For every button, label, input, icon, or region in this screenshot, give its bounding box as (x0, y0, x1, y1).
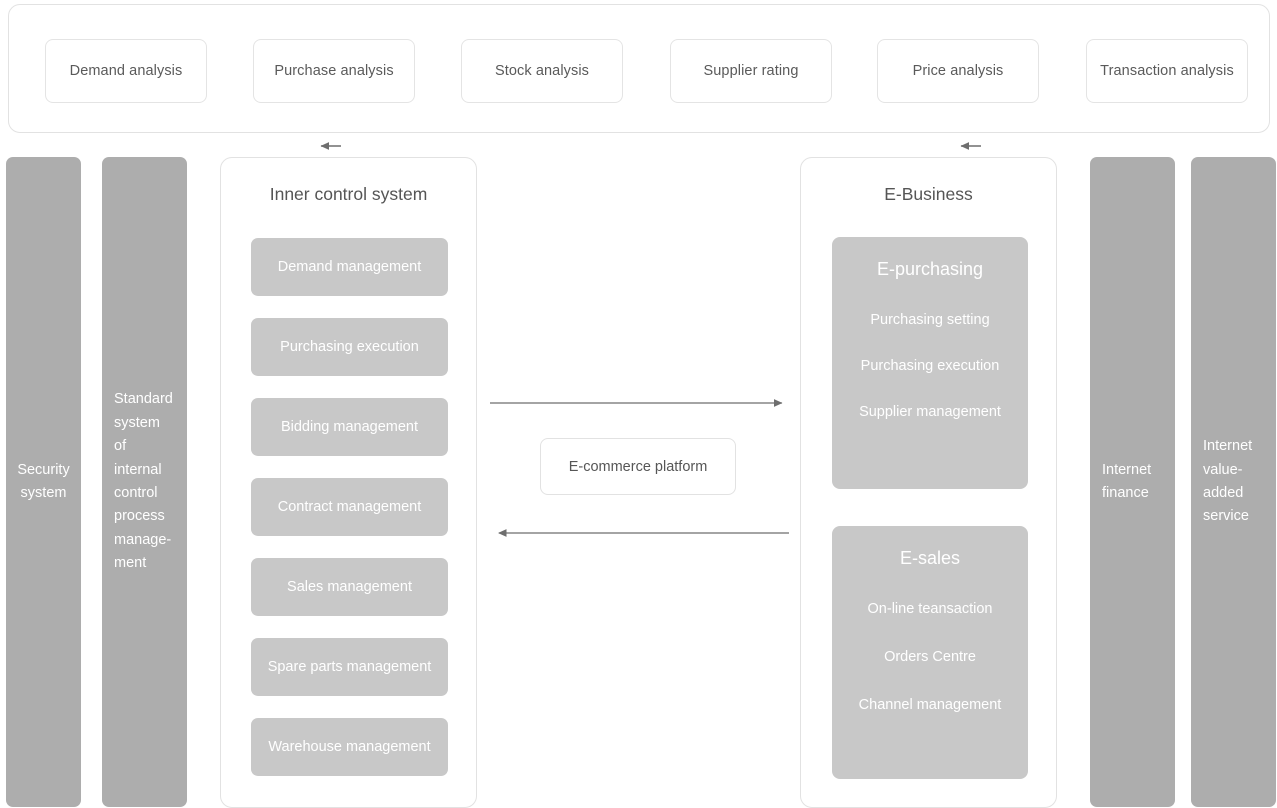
side-column-line: service (1203, 508, 1249, 525)
side-column-line: value- (1203, 461, 1243, 478)
group-title-e-sales: E-sales (899, 548, 961, 568)
side-column-line: manage- (114, 531, 172, 548)
analysis-button-label: Transaction analysis (1100, 63, 1234, 79)
module-label: Sales management (287, 579, 412, 595)
module-spare-parts-management[interactable]: Spare parts management (251, 638, 448, 696)
analysis-button-label: Purchase analysis (274, 63, 394, 79)
group-e-sales[interactable]: E-sales On-line teansaction Orders Centr… (832, 526, 1028, 779)
module-contract-management[interactable]: Contract management (251, 478, 448, 536)
inner-control-system-title: Inner control system (269, 184, 428, 204)
module-label: Spare parts management (267, 659, 432, 675)
e-commerce-platform-box[interactable]: E-commerce platform (540, 438, 736, 495)
side-column-line: Internet (1102, 461, 1152, 478)
group-item-channel-management: Channel management (858, 697, 1002, 713)
side-column-line: added (1203, 485, 1244, 501)
group-item-on-line-teansaction: On-line teansaction (867, 601, 993, 617)
group-title-e-purchasing: E-purchasing (876, 259, 984, 279)
side-column-line: internal (114, 461, 162, 478)
e-business-panel: E-Business E-purchasing Purchasing setti… (800, 157, 1057, 808)
module-label: Contract management (277, 499, 422, 515)
side-column-line: Security (17, 461, 70, 478)
module-label: Warehouse management (268, 739, 431, 755)
group-item-supplier-management: Supplier management (859, 404, 1001, 420)
side-column-line: system (20, 485, 67, 501)
group-item-purchasing-execution: Purchasing execution (860, 358, 1000, 374)
e-business-title: E-Business (884, 184, 973, 204)
analysis-button-stock[interactable]: Stock analysis (461, 39, 623, 103)
side-column-internet-value-added-service[interactable]: Internet value- added service (1191, 157, 1276, 807)
side-column-internet-finance[interactable]: Internet finance (1090, 157, 1175, 807)
analysis-bar-container: Demand analysis Purchase analysis Stock … (8, 4, 1270, 133)
e-commerce-platform-label: E-commerce platform (568, 458, 708, 475)
module-warehouse-management[interactable]: Warehouse management (251, 718, 448, 776)
module-label: Bidding management (280, 419, 419, 435)
side-column-line: control (114, 485, 158, 501)
group-e-purchasing[interactable]: E-purchasing Purchasing setting Purchasi… (832, 237, 1028, 489)
analysis-button-label: Supplier rating (703, 63, 799, 79)
analysis-button-supplier-rating[interactable]: Supplier rating (670, 39, 832, 103)
analysis-button-purchase[interactable]: Purchase analysis (253, 39, 415, 103)
analysis-button-label: Price analysis (912, 63, 1004, 79)
inner-control-system-panel: Inner control system Demand management P… (220, 157, 477, 808)
side-column-security-system[interactable]: Security system (6, 157, 81, 807)
group-item-purchasing-setting: Purchasing setting (870, 312, 990, 328)
module-bidding-management[interactable]: Bidding management (251, 398, 448, 456)
analysis-button-label: Stock analysis (494, 63, 590, 79)
side-column-line: finance (1102, 485, 1149, 501)
group-item-orders-centre: Orders Centre (884, 649, 976, 665)
module-label: Purchasing execution (280, 339, 419, 355)
analysis-button-transaction[interactable]: Transaction analysis (1086, 39, 1248, 103)
side-column-line: Standard (114, 391, 173, 408)
side-column-line: process (114, 508, 165, 525)
analysis-button-demand[interactable]: Demand analysis (45, 39, 207, 103)
module-demand-management[interactable]: Demand management (251, 238, 448, 296)
side-column-standard-system[interactable]: Standard system of internal control proc… (102, 157, 187, 807)
module-label: Demand management (277, 259, 422, 275)
module-sales-management[interactable]: Sales management (251, 558, 448, 616)
module-purchasing-execution[interactable]: Purchasing execution (251, 318, 448, 376)
side-column-line: ment (114, 555, 147, 572)
side-column-line: Internet (1203, 438, 1253, 455)
side-column-line: system of (114, 414, 160, 455)
analysis-button-price[interactable]: Price analysis (877, 39, 1039, 103)
analysis-button-label: Demand analysis (69, 63, 183, 79)
